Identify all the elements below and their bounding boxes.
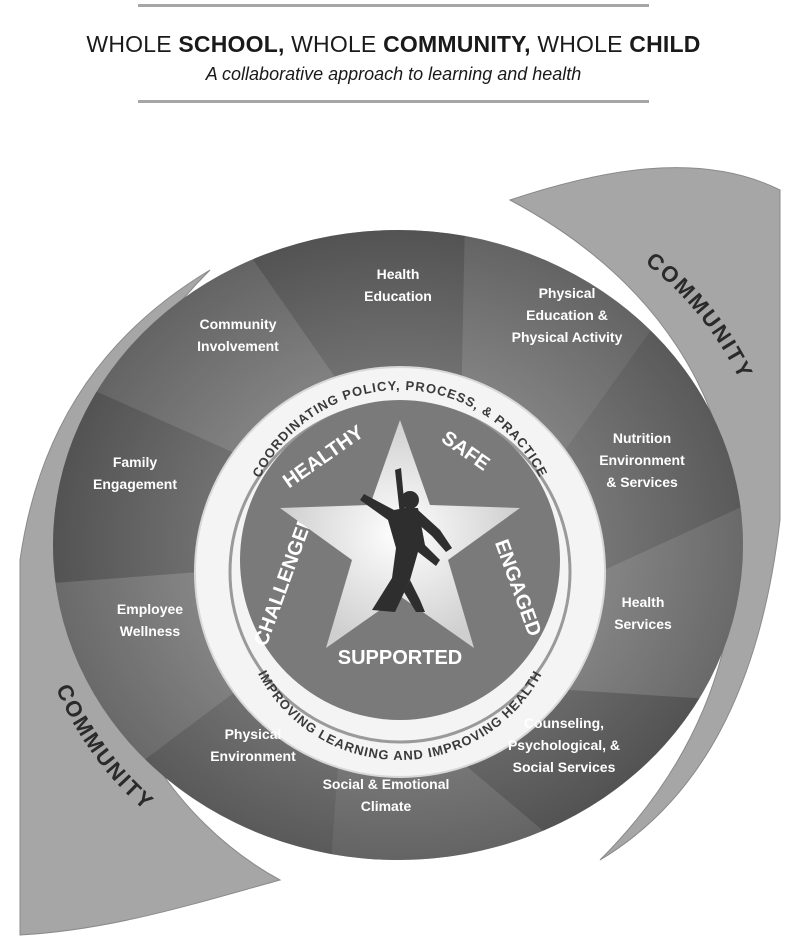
component-label-line: Physical	[539, 285, 596, 301]
component-label-line: Social & Emotional	[323, 776, 450, 792]
community-band-top-right	[508, 167, 781, 861]
page-title: WHOLE SCHOOL, WHOLE COMMUNITY, WHOLE CHI…	[0, 31, 787, 58]
wheel-wedge	[96, 259, 339, 455]
component-label-line: Social Services	[513, 759, 616, 775]
title-part: SCHOOL,	[178, 31, 285, 57]
wheel-wedge	[331, 762, 544, 860]
component-label-line: Engagement	[93, 476, 177, 492]
title-part: WHOLE	[530, 31, 630, 57]
component-label-line: Community	[200, 316, 277, 332]
wheel-wedge	[52, 391, 239, 583]
component-label-line: Education	[364, 288, 432, 304]
component-label-line: Employee	[117, 601, 183, 617]
component-label-line: Physical Activity	[512, 329, 623, 345]
component-label-line: Health	[622, 594, 665, 610]
component-label-line: Nutrition	[613, 430, 671, 446]
component-label-line: Physical	[225, 726, 282, 742]
component-label-line: Education &	[526, 307, 608, 323]
component-label-line: Health	[377, 266, 420, 282]
component-label: Counseling, Psychological, & Social Servic…	[508, 715, 620, 775]
wheel-wedge	[55, 572, 239, 760]
page-subtitle: A collaborative approach to learning and…	[205, 64, 582, 84]
wheel-wedge	[561, 507, 743, 699]
component-label-line: Involvement	[197, 338, 279, 354]
title-part: WHOLE	[284, 31, 384, 57]
header-rule-bottom	[138, 100, 649, 103]
wheel-wedges	[52, 230, 743, 860]
component-label-line: Environment	[210, 748, 296, 764]
wheel-wedge	[252, 230, 465, 382]
component-label-line: Counseling,	[524, 715, 604, 731]
component-label-line: Services	[614, 616, 672, 632]
title-part: COMMUNITY,	[383, 31, 531, 57]
component-label-line: & Services	[606, 474, 678, 490]
jumping-student-figure	[360, 468, 452, 612]
component-label-line: Wellness	[120, 623, 181, 639]
component-label-line: Family	[113, 454, 158, 470]
title-part: CHILD	[629, 31, 701, 57]
component-label-line: Environment	[599, 452, 685, 468]
header-rule-top	[138, 4, 649, 7]
star-word-supported: SUPPORTED	[338, 647, 462, 669]
wheel-wedge	[561, 330, 741, 572]
title-part: WHOLE	[86, 31, 179, 57]
component-label-line: Climate	[361, 798, 412, 814]
component-label-line: Psychological, &	[508, 737, 620, 753]
